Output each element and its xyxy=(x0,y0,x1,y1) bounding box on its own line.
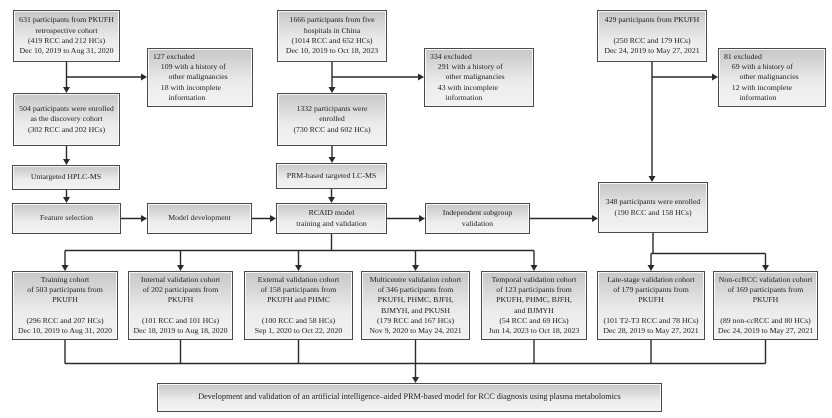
box-excluded-334: 334 excluded 291 with a history of other… xyxy=(424,48,534,107)
box-model-development: Model development xyxy=(147,203,252,234)
box-external-validation-cohort: External validation cohort of 158 partic… xyxy=(244,271,353,340)
box-pkufh-429-cohort: 429 participants from PKUFH (250 RCC and… xyxy=(597,10,707,62)
box-retrospective-cohort: 631 participants from PKUFH retrospectiv… xyxy=(13,10,120,62)
box-non-ccrcc-validation-cohort: Non-ccRCC validation cohort of 169 parti… xyxy=(713,271,818,340)
box-multicentre-validation-cohort: Multicentre validation cohort of 346 par… xyxy=(361,271,470,340)
box-enrolled-348: 348 participants were enrolled (190 RCC … xyxy=(598,182,708,233)
box-enrolled-1332: 1332 participants were enrolled (730 RCC… xyxy=(277,93,387,146)
box-excluded-81: 81 excluded 69 with a history of other m… xyxy=(718,48,826,107)
box-late-stage-validation-cohort: Late-stage validation cohort of 179 part… xyxy=(597,271,705,340)
box-internal-validation-cohort: Internal validation cohort of 202 partic… xyxy=(128,271,233,340)
box-untargeted-hplc-ms: Untargeted HPLC-MS xyxy=(12,165,120,190)
box-enrolled-504: 504 participants were enrolled as the di… xyxy=(13,93,120,146)
box-prm-targeted-lc-ms: PRM-based targeted LC-MS xyxy=(276,163,387,189)
box-five-hospitals-cohort: 1666 participants from five hospitals in… xyxy=(277,10,387,62)
box-rcaid-model: RCAID model training and validation xyxy=(276,203,387,234)
box-temporal-validation-cohort: Temporal validation cohort of 123 partic… xyxy=(481,271,587,340)
box-conclusion: Development and validation of an artific… xyxy=(157,383,662,412)
box-excluded-127: 127 excluded 109 with a history of other… xyxy=(147,48,253,107)
box-training-cohort: Training cohort of 503 participants from… xyxy=(12,271,118,340)
box-independent-subgroup-validation: Independent subgroup validation xyxy=(425,203,530,234)
box-feature-selection: Feature selection xyxy=(12,203,121,234)
